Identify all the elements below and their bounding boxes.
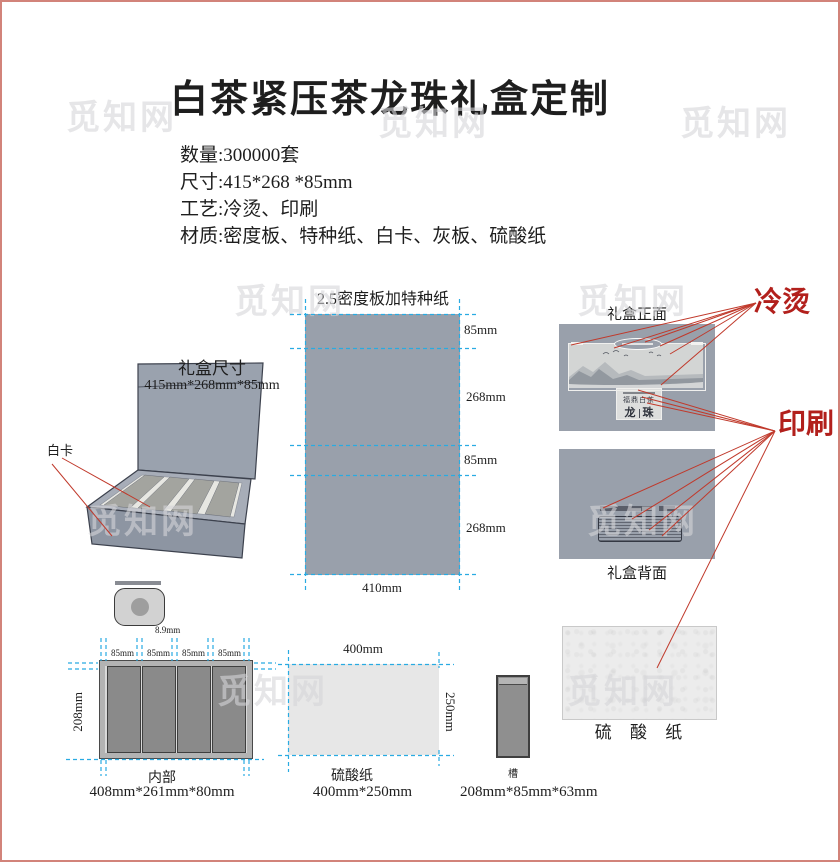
product-name: 龙珠 xyxy=(617,404,661,420)
tagline-microtext xyxy=(623,391,655,394)
back-panel-caption: 礼盒背面 xyxy=(606,566,667,582)
flat-dim-85-top: 85mm xyxy=(464,322,498,337)
tray-inner-area xyxy=(105,666,247,753)
tray-slot-dim: 85mm xyxy=(111,648,135,658)
flat-dim-268-bottom: 268mm xyxy=(466,520,506,535)
tray-slot xyxy=(212,666,246,753)
page-title: 白茶紧压茶龙珠礼盒定制 xyxy=(170,79,611,121)
vellum-texture-swatch xyxy=(562,626,717,720)
back-info-box xyxy=(598,516,682,542)
box3d-title: 礼盒尺寸 xyxy=(178,359,246,378)
spec-size: 尺寸:415*268 *85mm xyxy=(180,172,353,193)
front-panel: 福鼎白茶 龙珠 xyxy=(559,324,715,431)
ball-microtext xyxy=(115,581,161,585)
flat-dim-410: 410mm xyxy=(362,580,402,595)
front-panel-caption: 礼盒正面 xyxy=(606,307,667,323)
spec-process: 工艺:冷烫、印刷 xyxy=(180,199,319,220)
ball-circle xyxy=(131,598,149,616)
tea-ball-icon xyxy=(114,588,165,626)
vellum-sheet xyxy=(288,664,439,755)
corner-mark-icon xyxy=(691,342,703,345)
texture-caption: 硫 酸 纸 xyxy=(594,723,690,742)
cold-stamp-label: 冷烫 xyxy=(754,287,811,318)
mountain-artwork xyxy=(569,344,703,388)
product-char-right: 珠 xyxy=(642,407,654,419)
tray-slot xyxy=(107,666,141,753)
vellum-side-dim: 250mm xyxy=(443,692,458,732)
badge-microtext xyxy=(622,342,653,345)
tray-slot-dim: 85mm xyxy=(147,648,171,658)
slot-block xyxy=(496,675,530,758)
tray-slot-dim: 85mm xyxy=(218,648,242,658)
vellum-dims: 400mm*250mm xyxy=(312,784,413,800)
tray-caption: 内部 xyxy=(148,771,176,786)
vellum-top-dim: 400mm xyxy=(343,641,383,656)
tray-slot xyxy=(177,666,211,753)
flat-board xyxy=(305,314,460,575)
tray-slot-dim: 85mm xyxy=(182,648,206,658)
corner-mark-icon xyxy=(571,342,583,345)
tray-slot xyxy=(142,666,176,753)
slot-caption: 槽 xyxy=(508,769,518,780)
back-heading-microtext xyxy=(659,506,675,511)
flat-board-title: 2.5密度板加特种纸 xyxy=(316,291,449,308)
watermark: 觅知网 xyxy=(680,106,791,143)
tray-topview xyxy=(99,660,253,759)
whitecard-label: 白卡 xyxy=(47,443,74,458)
box-lid xyxy=(137,362,264,480)
slot-block-top xyxy=(499,678,527,685)
spec-quantity: 数量:300000套 xyxy=(180,145,300,166)
print-label: 印刷 xyxy=(778,409,835,440)
watermark: 觅知网 xyxy=(66,100,177,137)
flat-dim-268-top: 268mm xyxy=(466,389,506,404)
tray-dims: 408mm*261mm*80mm xyxy=(89,784,235,800)
back-heading-microtext xyxy=(600,506,652,511)
landscape-frame xyxy=(568,342,706,391)
slot-dims: 208mm*85mm*63mm xyxy=(460,784,598,800)
divider xyxy=(638,408,640,418)
flat-dim-85-bottom: 85mm xyxy=(464,452,498,467)
product-char-left: 龙 xyxy=(624,407,636,419)
spec-material: 材质:密度板、特种纸、白卡、灰板、硫酸纸 xyxy=(180,226,547,247)
oval-badge xyxy=(614,338,662,350)
tray-gap-dim: 8.9mm xyxy=(155,625,181,635)
brand-box: 福鼎白茶 龙珠 xyxy=(616,388,662,420)
vellum-caption: 硫酸纸 xyxy=(331,769,373,784)
box3d-dims: 415mm*268mm*85mm xyxy=(144,378,280,393)
tray-side-dim: 208mm xyxy=(70,692,85,732)
back-panel xyxy=(559,449,715,559)
